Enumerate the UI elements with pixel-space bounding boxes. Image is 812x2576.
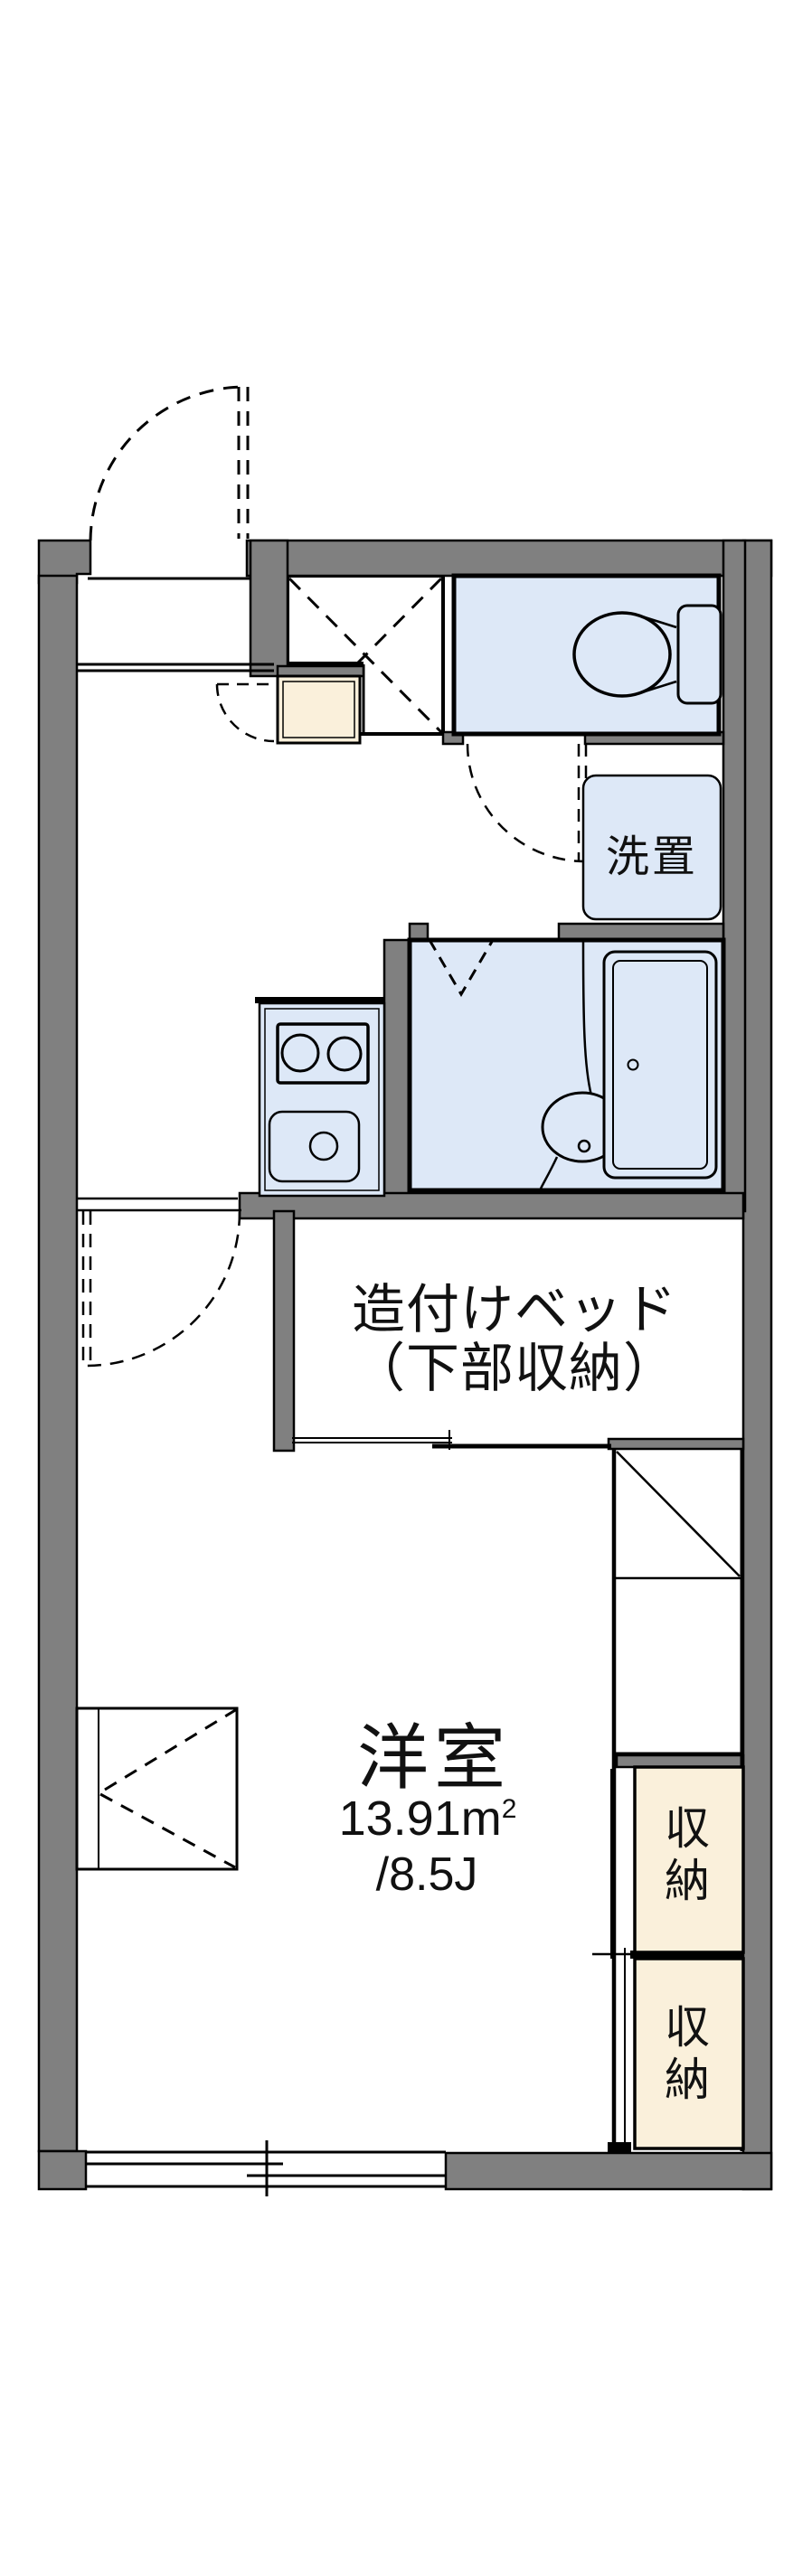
walls [37,539,773,2191]
shoe-cabinet [215,674,362,745]
entrance-door-arc [89,385,250,541]
closet-divider [630,1951,743,1959]
main-room-name: 洋室 [357,1717,511,1798]
laundry-pan [581,774,722,921]
column-diagonal [616,1451,741,1577]
bathroom [407,937,726,1193]
closet-bottom-step [608,2142,631,2153]
bathroom-door-fold [428,939,495,997]
closet-sliding-door [592,1769,635,2148]
closet-upper [633,1765,745,1954]
bathtub [602,950,718,1180]
sink [268,1110,361,1183]
main-room-tatami: /8.5J [375,1848,478,1901]
sliding-window [86,2140,446,2196]
laundry-label: 洗置 [605,833,699,881]
toilet-door-arc [466,743,588,863]
closet-lower [633,1957,745,2150]
main-room-area: 13.91m2 [339,1791,517,1847]
bed-label-line1: 造付けベッド [351,1280,678,1340]
kitchen-unit [255,997,386,1198]
bed-sliding-door [292,1430,611,1450]
area-value: 13.91m [338,1791,502,1846]
stove [276,1022,370,1085]
toilet-room [451,573,722,737]
bed-label-line2: （下部収納） [351,1339,678,1398]
kitchen-counter-edge [255,997,384,1003]
window-box [75,1706,239,1871]
area-sup: 2 [501,1794,517,1824]
entrance-step [77,577,274,672]
toilet [572,604,722,705]
interior-door [77,1197,241,1368]
storage-lower-label: 収納 [665,2002,710,2105]
storage-upper-label: 収納 [665,1803,710,1906]
